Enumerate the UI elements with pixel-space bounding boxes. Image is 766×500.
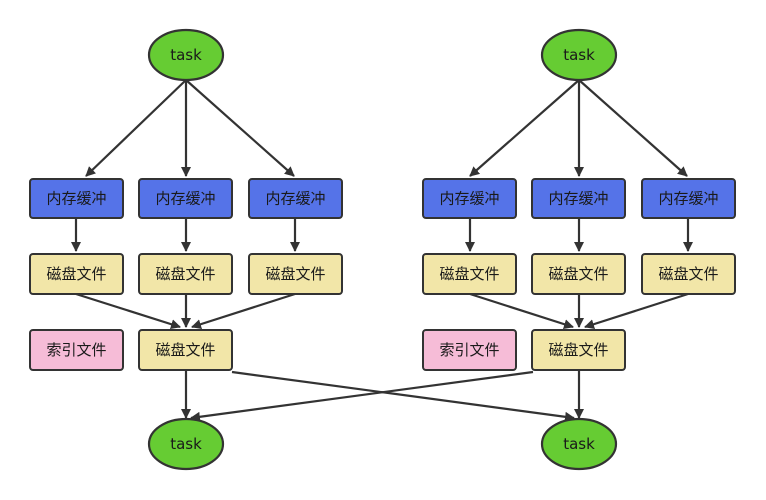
edge-disk-merge-l1 (75, 292, 181, 330)
buffer-label: 内存缓冲 (46, 190, 106, 208)
edge-disk-merge-r3 (584, 292, 689, 330)
disk-label: 磁盘文件 (155, 265, 215, 283)
edge-disk-merge-r1 (469, 292, 574, 330)
disk-box-l2: 磁盘文件 (138, 253, 233, 295)
buffer-label: 内存缓冲 (265, 190, 325, 208)
task-label: task (170, 435, 202, 453)
merged-disk-box-right: 磁盘文件 (531, 329, 626, 371)
disk-label: 磁盘文件 (548, 265, 608, 283)
task-label: task (563, 435, 595, 453)
disk-label: 磁盘文件 (548, 341, 608, 359)
edge-disk-merge-l3 (191, 292, 296, 330)
merged-disk-box-left: 磁盘文件 (138, 329, 233, 371)
index-label: 索引文件 (439, 341, 499, 359)
buffer-label: 内存缓冲 (658, 190, 718, 208)
buffer-label: 内存缓冲 (439, 190, 499, 208)
edge-task-right-to-buffer-3 (578, 79, 688, 177)
disk-label: 磁盘文件 (155, 341, 215, 359)
disk-label: 磁盘文件 (658, 265, 718, 283)
buffer-box-l3: 内存缓冲 (248, 178, 343, 219)
edge-merged-right-to-task-bl (190, 370, 534, 422)
disk-label: 磁盘文件 (46, 265, 106, 283)
buffer-box-r2: 内存缓冲 (531, 178, 626, 219)
disk-label: 磁盘文件 (265, 265, 325, 283)
edge-merged-left-to-task-br (231, 370, 575, 422)
edge-task-left-to-buffer-1 (85, 79, 187, 177)
disk-box-r1: 磁盘文件 (422, 253, 517, 295)
disk-label: 磁盘文件 (439, 265, 499, 283)
buffer-box-l1: 内存缓冲 (29, 178, 124, 219)
task-node-bottom-left: task (147, 417, 225, 471)
task-node-top-right: task (540, 28, 618, 82)
disk-box-l1: 磁盘文件 (29, 253, 124, 295)
disk-box-r3: 磁盘文件 (641, 253, 736, 295)
buffer-box-l2: 内存缓冲 (138, 178, 233, 219)
buffer-label: 内存缓冲 (155, 190, 215, 208)
buffer-box-r3: 内存缓冲 (641, 178, 736, 219)
index-box-right: 索引文件 (422, 329, 517, 371)
edge-task-left-to-buffer-3 (185, 79, 295, 177)
task-label: task (563, 46, 595, 64)
edge-task-right-to-buffer-1 (469, 79, 580, 177)
task-label: task (170, 46, 202, 64)
index-box-left: 索引文件 (29, 329, 124, 371)
index-label: 索引文件 (46, 341, 106, 359)
buffer-box-r1: 内存缓冲 (422, 178, 517, 219)
edges (71, 79, 693, 422)
disk-box-l3: 磁盘文件 (248, 253, 343, 295)
buffer-label: 内存缓冲 (548, 190, 608, 208)
task-node-top-left: task (147, 28, 225, 82)
disk-box-r2: 磁盘文件 (531, 253, 626, 295)
task-node-bottom-right: task (540, 417, 618, 471)
